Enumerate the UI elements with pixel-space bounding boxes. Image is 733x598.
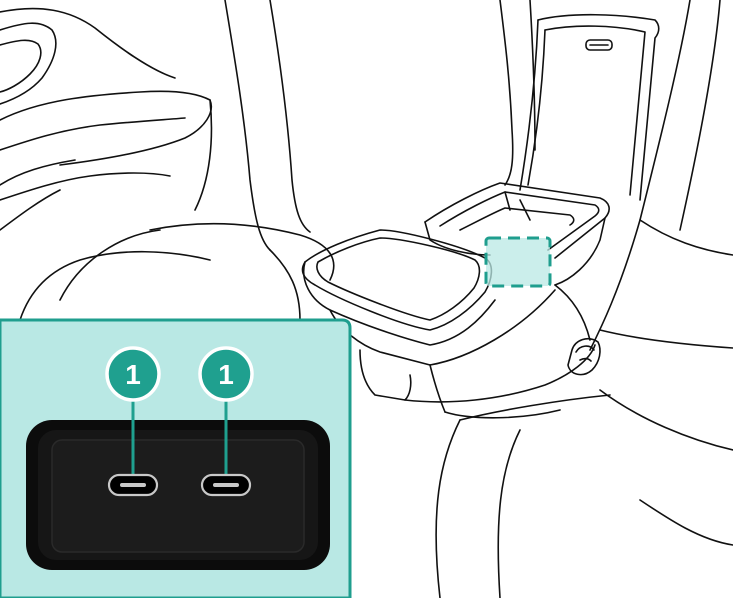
callout-badge-1: 1 [107,348,159,400]
left-seat [20,0,334,320]
usb-location-marker [486,238,550,286]
console-body [330,285,595,418]
seat-belt-buckle-icon [568,339,600,375]
callout-label-1: 1 [125,359,141,390]
usb-inset-panel: 1 1 [0,320,350,598]
armrest-lid [520,15,659,200]
callout-label-2: 1 [218,359,234,390]
door-panel [0,9,211,230]
usb-c-port-icon [109,475,157,495]
right-seatback [500,0,733,350]
callout-badge-2: 1 [200,348,252,400]
right-seat-cushion [436,390,733,598]
usb-c-port-icon [202,475,250,495]
